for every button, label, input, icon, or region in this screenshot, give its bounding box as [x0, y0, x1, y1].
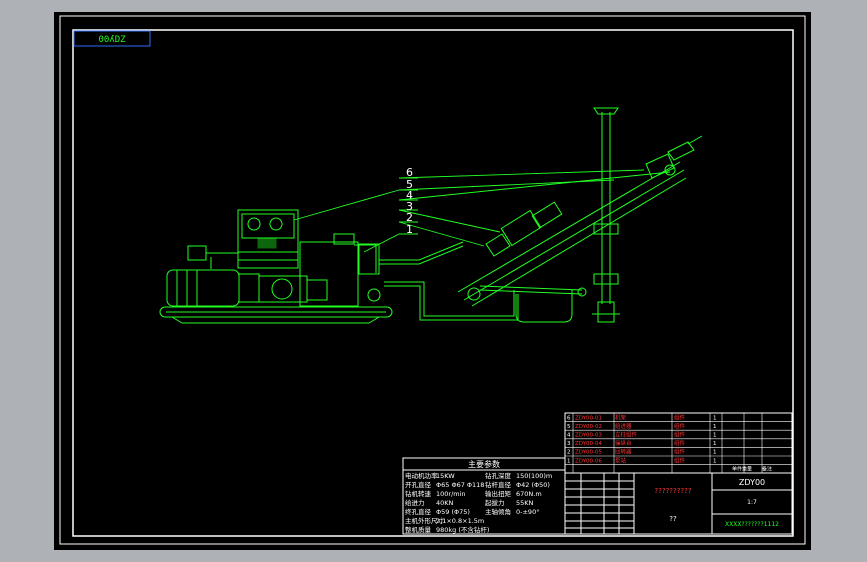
- param-cell: 55KN: [516, 499, 534, 507]
- param-row: 整机质量 980kg (不含钻杆): [405, 525, 489, 534]
- param-cell: 100r/min: [436, 490, 466, 498]
- param-cell: 钻机转速: [405, 489, 432, 498]
- parts-header-cell: 单件重量: [732, 466, 752, 473]
- drawing-name: ??????????: [654, 487, 691, 495]
- parts-row: 4 ZDY00-03 立柱组件 组件 1: [565, 431, 792, 440]
- callout-6: 6: [406, 166, 413, 179]
- param-row: 钻机转速 100r/min 输出扭矩 670N.m: [405, 489, 542, 498]
- callout-2: 2: [406, 211, 413, 224]
- skid-base: [159, 306, 393, 318]
- drawing-number: ZDY00: [739, 478, 765, 487]
- param-cell: 980kg (不含钻杆): [436, 525, 489, 534]
- parts-cell: 1: [713, 441, 717, 447]
- param-cell: 钻杆直径: [485, 480, 512, 489]
- control-cabinet: [237, 209, 299, 269]
- param-row: 终孔直径 Φ59 (Φ75) 主轴倾角 0-±90°: [405, 507, 539, 516]
- parts-cell: 1: [713, 415, 717, 421]
- parts-row: 5 ZDY00-02 给进器 组件 1: [565, 422, 792, 431]
- parts-cell: ZDY00-02: [575, 424, 602, 430]
- param-cell: 终孔直径: [405, 507, 432, 516]
- rotary-head: [500, 209, 542, 247]
- param-cell: Φ59 (Φ75): [436, 508, 470, 516]
- param-cell: 2.1×0.8×1.5m: [436, 517, 484, 525]
- param-cell: 40KN: [436, 499, 454, 507]
- param-cell: 钻孔深度: [485, 471, 512, 480]
- motor: [166, 269, 240, 307]
- param-cell: 开孔直径: [405, 480, 432, 489]
- parts-cell: 回转器: [615, 448, 632, 456]
- parts-cell: 组件: [674, 448, 686, 456]
- oil-tank: [299, 241, 359, 307]
- parts-cell: 操纵台: [615, 439, 632, 447]
- param-cell: 给进力: [405, 498, 425, 507]
- org-name: ??: [669, 515, 677, 523]
- parts-cell: 组件: [674, 439, 686, 447]
- parts-row: 2 ZDY00-05 回转器 组件 1: [565, 448, 792, 457]
- code-box-text: 00ʎDZ: [98, 35, 126, 45]
- parts-cell: ZDY00-05: [575, 450, 603, 456]
- param-cell: 整机质量: [405, 525, 432, 534]
- parts-cell: 2: [567, 450, 571, 456]
- parts-cell: 组件: [674, 431, 686, 439]
- param-cell: 电动机功率: [405, 471, 438, 480]
- inner-frame: [72, 29, 794, 537]
- callout-3: 3: [406, 200, 413, 213]
- param-cell: 15KW: [436, 472, 455, 480]
- param-cell: Φ42 (Φ50): [516, 481, 550, 489]
- parts-cell: 3: [567, 441, 571, 447]
- parts-cell: 组件: [674, 413, 686, 421]
- outer-frame: [59, 15, 806, 545]
- parts-cell: 组件: [674, 456, 686, 464]
- callout-5: 5: [406, 178, 413, 191]
- param-cell: 主机外形尺寸: [405, 516, 445, 525]
- parts-row: 1 ZDY00-06 泵站 组件 1: [565, 456, 792, 465]
- parts-cell: 1: [713, 433, 717, 439]
- drawing-canvas: 00ʎDZ: [54, 12, 811, 550]
- parts-row: 3 ZDY00-04 操纵台 组件 1: [565, 439, 792, 448]
- parts-cell: 泵站: [615, 456, 627, 464]
- parts-cell: 机架: [615, 413, 627, 421]
- parts-cell: 给进器: [615, 422, 632, 430]
- callout-leaders: [293, 169, 671, 253]
- cad-drawing: 00ʎDZ: [59, 15, 806, 545]
- parts-cell: 1: [713, 450, 717, 456]
- parts-cell: ZDY00-06: [575, 458, 603, 464]
- parts-row: 6 ZDY00-01 机架 组件 1: [565, 413, 792, 422]
- parts-cell: 组件: [674, 422, 686, 430]
- params-title: 主要参数: [468, 459, 500, 469]
- callout-numbers: 6 5 4 3 2 1: [406, 166, 413, 236]
- param-cell: 起拔力: [485, 498, 505, 507]
- parts-cell: 4: [567, 433, 571, 439]
- scale: 1:7: [747, 499, 757, 506]
- parts-cell: 立柱组件: [615, 431, 638, 439]
- param-cell: 输出扭矩: [485, 489, 512, 498]
- title-block: [564, 472, 793, 535]
- param-cell: 0-±90°: [516, 508, 539, 516]
- param-cell: 150(100)m: [516, 472, 552, 480]
- param-cell: Φ65 Φ67 Φ118: [436, 481, 484, 489]
- parts-cell: 1: [713, 458, 717, 464]
- drill-rig-drawing: [159, 107, 703, 324]
- parts-cell: ZDY00-04: [575, 441, 603, 447]
- callout-4: 4: [406, 189, 413, 202]
- parts-cell: ZDY00-01: [575, 415, 602, 421]
- parts-cell: 1: [713, 424, 717, 430]
- footer-code: XXXX???????1112: [725, 521, 779, 528]
- parts-cell: 6: [567, 415, 571, 421]
- code-box: [73, 30, 151, 47]
- param-cell: 670N.m: [516, 490, 542, 498]
- parts-cell: 5: [567, 424, 571, 430]
- parts-cell: 1: [567, 458, 571, 464]
- parts-cell: ZDY00-03: [575, 433, 603, 439]
- param-row: 给进力 40KN 起拔力 55KN: [405, 498, 534, 507]
- parts-header-cell: 备注: [762, 466, 772, 473]
- callout-1: 1: [406, 223, 413, 236]
- param-cell: 主轴倾角: [485, 507, 511, 516]
